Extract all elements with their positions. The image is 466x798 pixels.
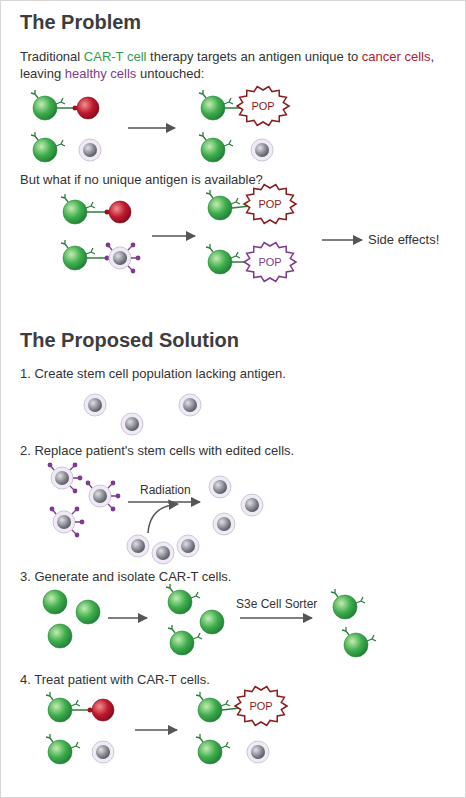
stem-cell [84,394,106,416]
step-text: 3. Generate and isolate CAR-T cells. [20,569,231,585]
intro-paragraph: Traditional CAR-T celltherapy targets an … [20,48,440,82]
step-text: Side effects! [368,232,439,248]
healthy-cell [92,741,114,763]
healthy-cell [106,243,141,274]
step-text: 4. Treat patient with CAR-T cells. [20,672,210,688]
step-text: But what if no unique antigen is availab… [20,172,263,188]
healthy-cell [251,139,273,161]
pop-burst: POP [244,242,296,282]
pop-text: POP [251,100,274,113]
healthy-cell [247,741,269,763]
t-cell [200,610,224,634]
car-t-cell [168,625,202,655]
arrow [128,127,175,129]
intro-text: untouched: [140,66,204,81]
arrow [135,729,177,731]
intro-text: cancer cells [362,49,431,64]
burst-outline [237,87,289,126]
car-t-cell [61,240,95,270]
t-cell [43,590,67,614]
stem-cell [86,481,121,512]
car-t-cell [331,589,365,619]
stem-cell [177,535,199,557]
intro-text: healthy cells [65,66,137,81]
cancer-cell [77,97,99,119]
stem-cell [121,413,143,435]
healthy-cell [79,139,101,161]
pop-text: POP [258,198,281,211]
burst-outline [235,687,287,726]
intro-text: Traditional [20,49,80,64]
stem-cell [179,394,201,416]
arrow [148,504,178,533]
burst-outline [244,185,296,224]
car-t-cell [31,90,65,120]
pop-text: POP [249,700,272,713]
stem-cell [152,542,174,564]
arrow-label: Radiation [140,482,191,498]
arrow [240,617,312,619]
intro-text: CAR-T cell [84,49,147,64]
car-t-cell [206,190,240,220]
stem-cell [213,513,235,535]
car-t-cell [342,627,376,657]
stem-cell [241,494,263,516]
pop-burst: POP [244,184,296,224]
car-t-cell [199,90,233,120]
car-t-cell [61,194,95,224]
t-cell [76,600,100,624]
arrow-label: S3e Cell Sorter [236,596,317,612]
stem-cell [48,463,83,494]
t-cell [48,624,72,648]
car-t-cell [196,734,230,764]
car-t-cell [46,734,80,764]
section-heading: The Proposed Solution [20,328,239,352]
arrow [108,617,147,619]
car-t-cell [199,132,233,162]
arrow [152,235,195,237]
burst-outline [244,243,296,282]
pop-burst: POP [237,86,289,126]
cancer-cell [109,201,131,223]
step-text: 2. Replace patient's stem cells with edi… [20,443,294,459]
car-t-cell [46,692,80,722]
car-t-cell [196,692,230,722]
car-t-cell [31,132,65,162]
step-text: 1. Create stem cell population lacking a… [20,366,286,382]
stem-cell [50,507,85,538]
stem-cell [127,535,149,557]
section-heading: The Problem [20,10,141,34]
cancer-cell [92,699,114,721]
pop-text: POP [258,256,281,269]
stem-cell [209,476,231,498]
arrow [322,239,362,241]
pop-burst: POP [235,686,287,726]
arrow [128,501,200,503]
intro-text: therapy targets an antigen unique to [150,49,358,64]
car-t-cell [206,244,240,274]
car-t-cell [166,584,200,614]
